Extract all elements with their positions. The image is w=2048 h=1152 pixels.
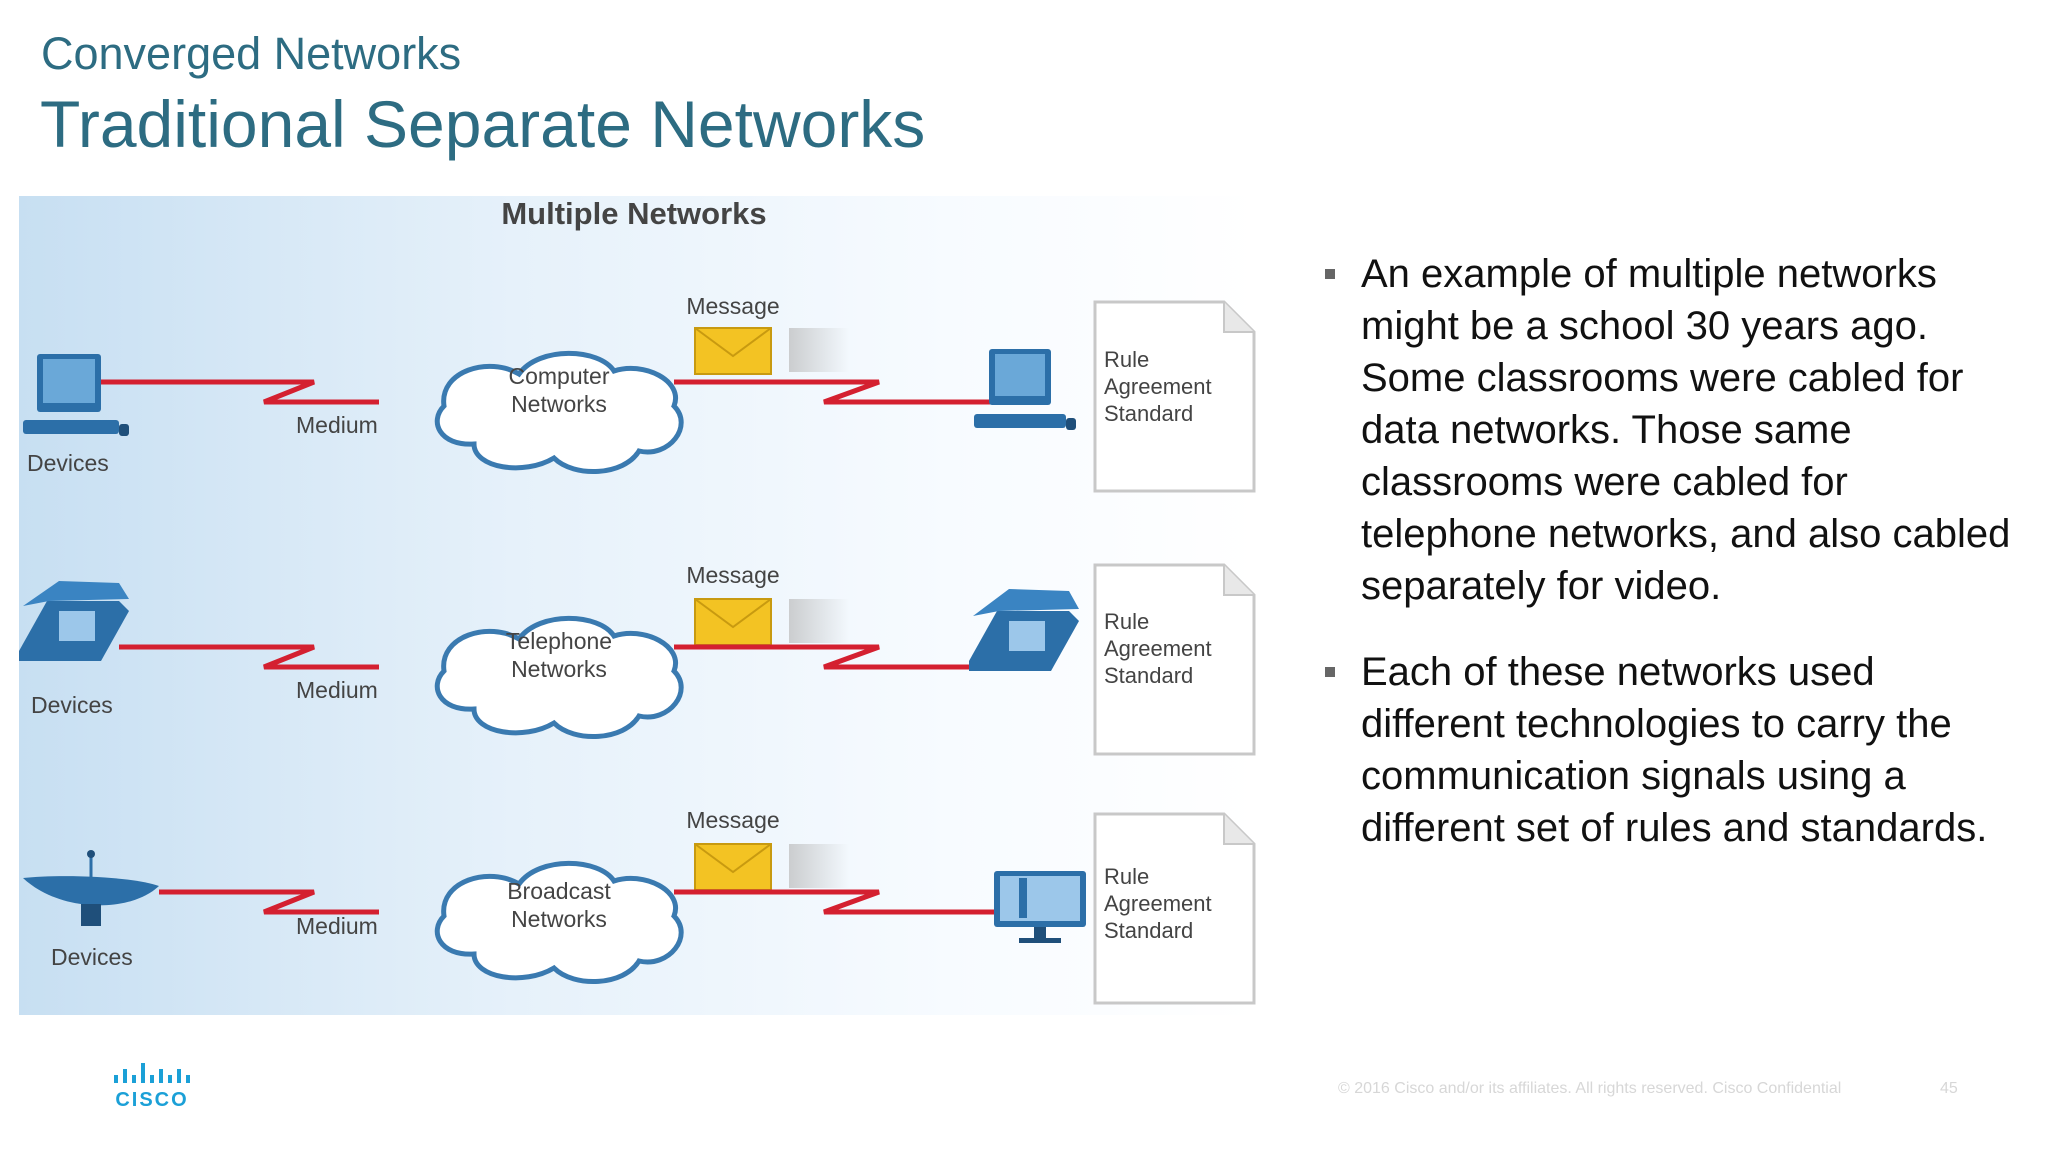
bullet-item: An example of multiple networks might be…: [1319, 248, 2019, 612]
cisco-logo-text: CISCO: [115, 1089, 188, 1108]
network-row-broadcast: Devices Medium Broadcast Networks Messag…: [23, 807, 1256, 1005]
rule-document-icon: [1093, 300, 1256, 493]
medium-link: [159, 889, 379, 915]
message-label: Message: [686, 562, 779, 588]
envelope-icon: [694, 843, 772, 891]
computer-icon: [23, 354, 129, 436]
cloud-icon: [434, 860, 684, 985]
message-label: Message: [686, 293, 779, 319]
envelope-icon: [694, 327, 772, 375]
network-row-computer: Devices Medium Computer Networks Message…: [23, 293, 1256, 493]
medium-link: [101, 379, 379, 405]
bullet-square-icon: [1325, 269, 1335, 279]
network-label: Computer: [509, 363, 610, 389]
diagram-title: Multiple Networks: [501, 196, 766, 231]
medium-link: [674, 644, 974, 670]
medium-label: Medium: [296, 677, 378, 703]
devices-label: Devices: [51, 944, 133, 970]
slide-subtitle: Converged Networks: [41, 28, 462, 79]
network-label: Networks: [511, 391, 607, 417]
multiple-networks-diagram: Multiple Networks Devices Medium Compute…: [19, 196, 1257, 1015]
rule-document-icon: [1093, 563, 1256, 756]
copyright-footer: © 2016 Cisco and/or its affiliates. All …: [1338, 1080, 1842, 1097]
medium-label: Medium: [296, 412, 378, 438]
agreement-label: Agreement: [1104, 374, 1212, 399]
page-number: 45: [1940, 1080, 1958, 1097]
cisco-logo: CISCO: [114, 1063, 190, 1108]
rule-label: Rule: [1104, 609, 1149, 634]
bullet-text: An example of multiple networks might be…: [1361, 252, 2011, 608]
network-label: Networks: [511, 656, 607, 682]
rule-label: Rule: [1104, 347, 1149, 372]
rule-label: Rule: [1104, 864, 1149, 889]
medium-link: [119, 644, 379, 670]
telephone-icon: [19, 581, 129, 661]
cloud-icon: [434, 350, 684, 475]
telephone-icon: [969, 589, 1079, 671]
standard-label: Standard: [1104, 918, 1193, 943]
devices-label: Devices: [27, 450, 109, 476]
slide-title: Traditional Separate Networks: [40, 87, 926, 161]
computer-icon: [974, 349, 1076, 430]
medium-label: Medium: [296, 913, 378, 939]
agreement-label: Agreement: [1104, 891, 1212, 916]
medium-link: [674, 889, 994, 915]
television-icon: [994, 871, 1086, 943]
bullet-square-icon: [1325, 667, 1335, 677]
cloud-icon: [434, 615, 684, 740]
envelope-icon: [694, 598, 772, 646]
devices-label: Devices: [31, 692, 113, 718]
network-label: Broadcast: [507, 878, 611, 904]
satellite-dish-icon: [23, 850, 159, 926]
standard-label: Standard: [1104, 663, 1193, 688]
standard-label: Standard: [1104, 401, 1193, 426]
agreement-label: Agreement: [1104, 636, 1212, 661]
bullet-text: Each of these networks used different te…: [1361, 650, 1988, 850]
bullet-item: Each of these networks used different te…: [1319, 646, 2019, 854]
bullet-list: An example of multiple networks might be…: [1319, 248, 2019, 888]
network-label: Networks: [511, 906, 607, 932]
network-label: Telephone: [506, 628, 612, 654]
rule-document-icon: [1093, 812, 1256, 1005]
network-row-telephone: Devices Medium Telephone Networks Messag…: [19, 562, 1256, 756]
medium-link: [674, 379, 1004, 405]
message-label: Message: [686, 807, 779, 833]
